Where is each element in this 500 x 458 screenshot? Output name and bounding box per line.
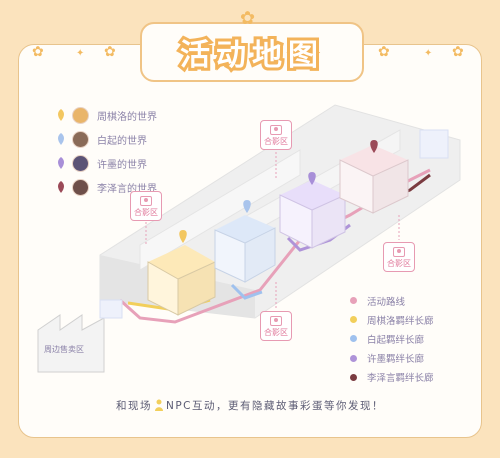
building-li [339, 145, 409, 214]
building-zhou [147, 245, 216, 316]
footer-text-before: 和现场 [115, 400, 152, 412]
route-color-dot [350, 373, 357, 381]
map-pin-icon [58, 157, 64, 169]
legend-label: 白起的世界 [97, 135, 147, 147]
legend-label: 李泽言的世界 [97, 183, 157, 195]
title-plate: 活动地图 [140, 22, 364, 82]
star-icon: ✦ [424, 48, 433, 59]
photo-zone-label: 合影区 [264, 327, 288, 337]
route-legend-item: 周棋洛羁绊长廊 [350, 310, 434, 329]
avatar [72, 154, 89, 172]
legend-item-xu: 许墨的世界 [56, 152, 157, 174]
camera-icon [270, 315, 282, 326]
camera-icon [140, 195, 152, 206]
map-pin-icon [58, 109, 64, 121]
route-legend: 活动路线 周棋洛羁绊长廊 白起羁绊长廊 许墨羁绊长廊 李泽言羁绊长廊 [350, 291, 434, 387]
route-legend-item: 李泽言羁绊长廊 [350, 368, 434, 387]
photo-zone-label: 合影区 [387, 258, 411, 268]
camera-icon [393, 246, 405, 257]
route-color-dot [350, 354, 357, 362]
route-label: 周棋洛羁绊长廊 [367, 315, 434, 327]
legend-item-bai: 白起的世界 [56, 128, 157, 150]
photo-zone-marker: 合影区 [260, 311, 292, 341]
route-color-dot [350, 297, 357, 305]
avatar [72, 106, 89, 124]
merch-zone-label: 周边售卖区 [44, 345, 84, 354]
photo-zone-marker: 合影区 [260, 120, 292, 150]
page-title: 活动地图 [177, 35, 324, 76]
flower-icon: ✿ [378, 44, 390, 60]
flower-icon: ✿ [32, 44, 44, 60]
photo-zone-marker: 合影区 [383, 242, 415, 272]
route-label: 李泽言羁绊长廊 [367, 373, 434, 385]
person-icon [154, 399, 163, 411]
legend-item-zhou: 周棋洛的世界 [56, 104, 157, 126]
footer-note: 和现场 NPC互动，更有隐藏故事彩蛋等你发现！ [0, 398, 500, 413]
legend-label: 周棋洛的世界 [97, 111, 157, 123]
avatar [72, 130, 89, 148]
building-xu [279, 180, 346, 249]
building-bai [214, 215, 276, 283]
route-label: 许墨羁绊长廊 [367, 354, 425, 366]
route-label: 活动路线 [367, 296, 406, 308]
photo-zone-marker: 合影区 [130, 191, 162, 221]
avatar [72, 178, 89, 196]
photo-zone-label: 合影区 [134, 207, 158, 217]
footer-text-after: NPC互动，更有隐藏故事彩蛋等你发现！ [165, 400, 385, 412]
photo-zone-label: 合影区 [264, 136, 288, 146]
flower-icon: ✿ [452, 44, 464, 60]
map-pin-icon [58, 133, 64, 145]
route-legend-item: 活动路线 [350, 291, 434, 310]
map-pin-icon [58, 181, 64, 193]
legend-item-li: 李泽言的世界 [56, 176, 157, 198]
route-legend-item: 许墨羁绊长廊 [350, 349, 434, 368]
flower-icon: ✿ [240, 8, 256, 29]
route-label: 白起羁绊长廊 [367, 334, 425, 346]
flower-icon: ✿ [104, 44, 116, 60]
route-color-dot [350, 316, 357, 324]
character-legend: 周棋洛的世界 白起的世界 许墨的世界 李泽言的世界 [56, 104, 157, 200]
camera-icon [270, 124, 282, 135]
route-legend-item: 白起羁绊长廊 [350, 329, 434, 348]
route-color-dot [350, 335, 357, 343]
star-icon: ✦ [76, 48, 85, 59]
legend-label: 许墨的世界 [97, 159, 147, 171]
